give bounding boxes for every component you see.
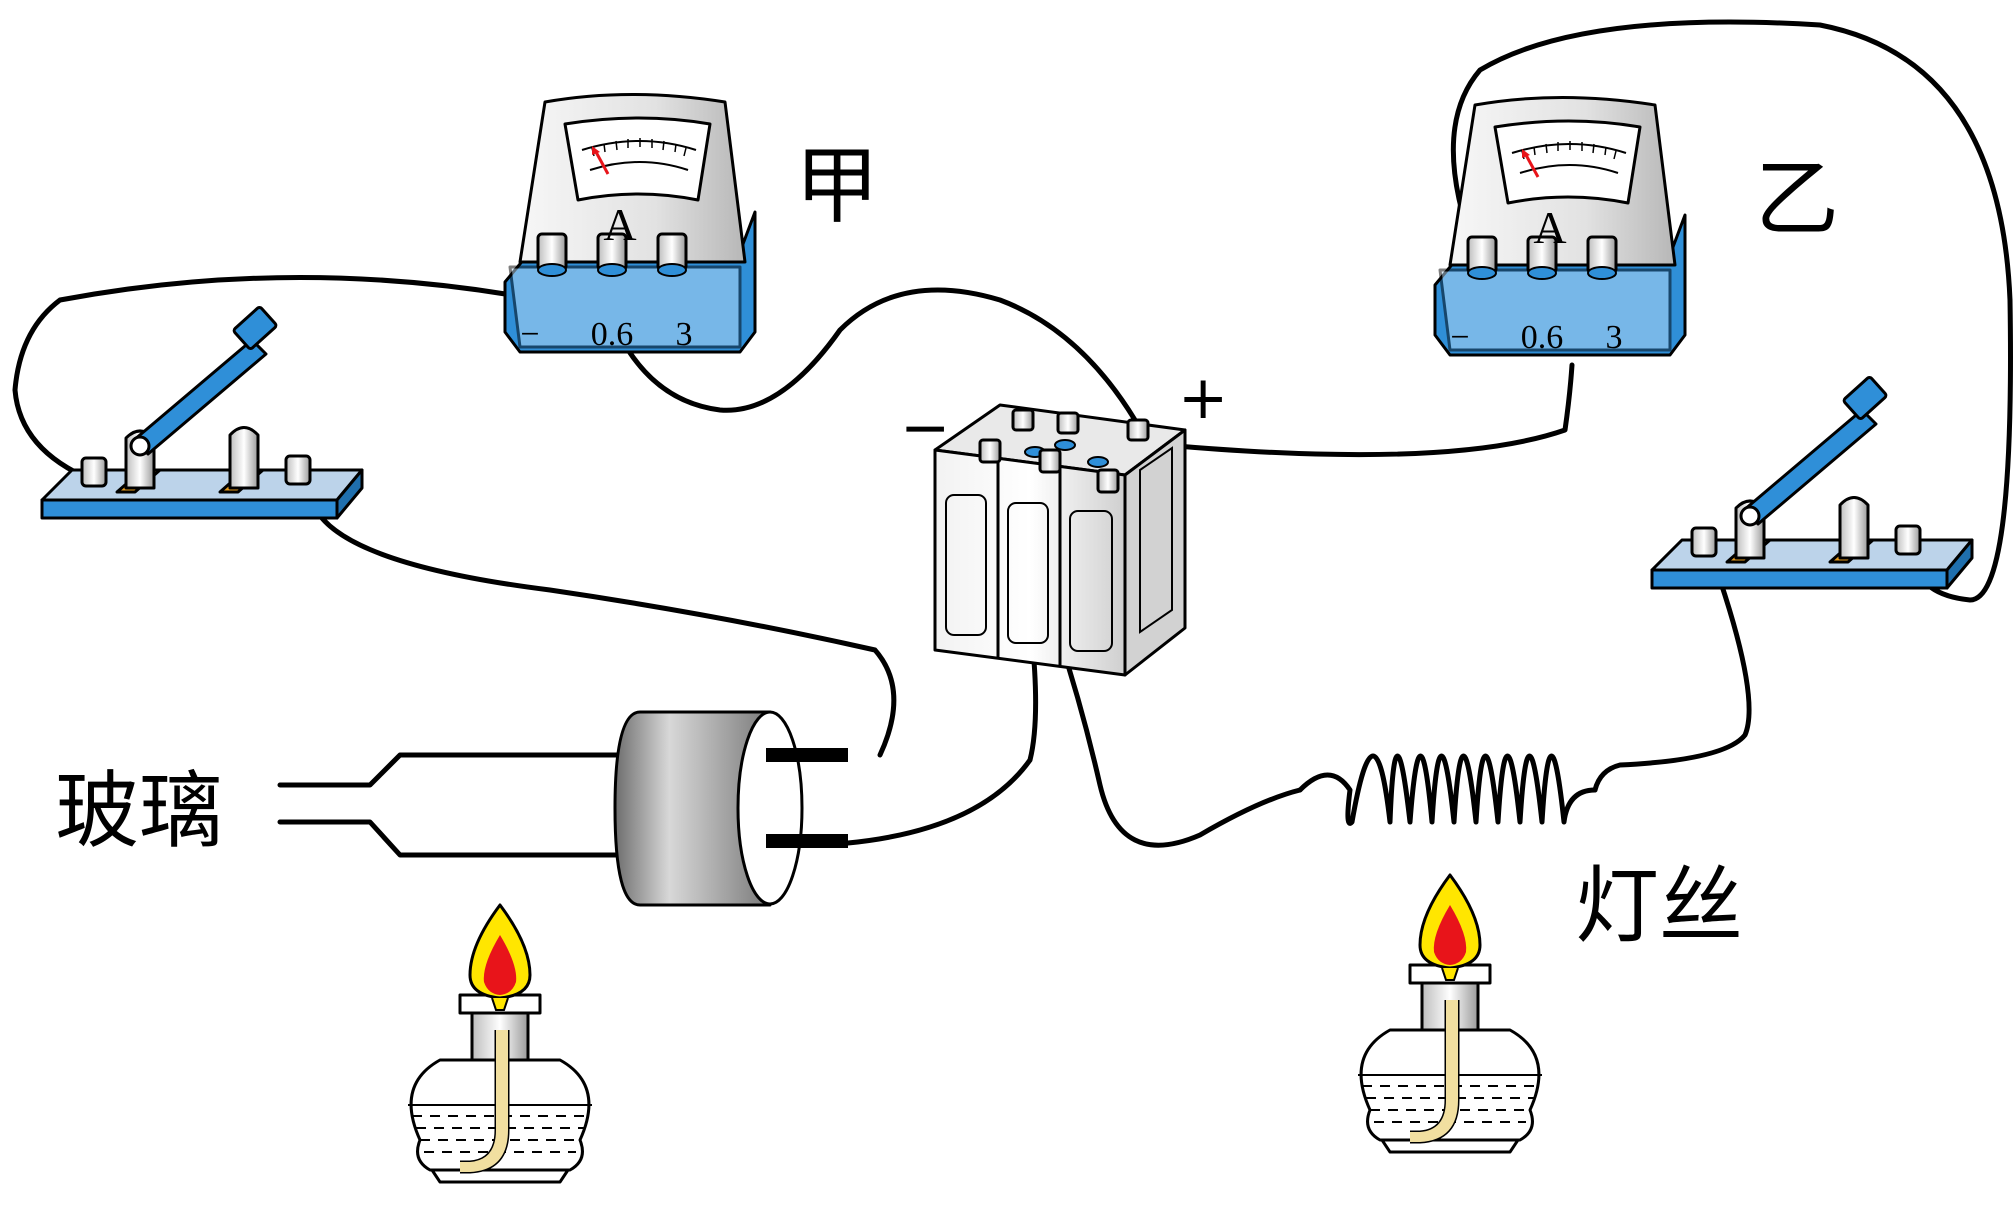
ammeter-left-unit: A bbox=[603, 199, 636, 250]
knife-switch-left bbox=[40, 304, 364, 520]
ammeter-right-terminal-06: 0.6 bbox=[1521, 319, 1564, 356]
ammeter-left-terminal-06: 0.6 bbox=[591, 316, 634, 353]
ammeter-right-terminal-3: 3 bbox=[1606, 319, 1623, 356]
ammeter-right-unit: A bbox=[1533, 202, 1566, 253]
ammeter-left-terminal-neg: − bbox=[520, 316, 539, 353]
ammeter-right: A − 0.6 3 bbox=[1433, 96, 1687, 357]
alcohol-lamp-left bbox=[406, 903, 594, 1184]
ammeter-left: A − 0.6 3 bbox=[503, 93, 757, 354]
label-filament: 灯丝 bbox=[1575, 857, 1743, 955]
battery bbox=[933, 403, 1187, 677]
ammeter-right-terminal-neg: − bbox=[1450, 319, 1469, 356]
glass-tube bbox=[277, 710, 848, 907]
label-ammeter-left: 甲 bbox=[795, 137, 879, 235]
ammeter-left-terminal-3: 3 bbox=[676, 316, 693, 353]
filament-coil bbox=[1297, 753, 1598, 826]
label-battery-plus: + bbox=[1178, 363, 1228, 433]
label-ammeter-right: 乙 bbox=[1755, 150, 1839, 248]
label-battery-minus: − bbox=[900, 393, 950, 463]
label-glass: 玻璃 bbox=[55, 762, 223, 860]
knife-switch-right bbox=[1650, 374, 1974, 590]
alcohol-lamp-right bbox=[1356, 873, 1544, 1154]
